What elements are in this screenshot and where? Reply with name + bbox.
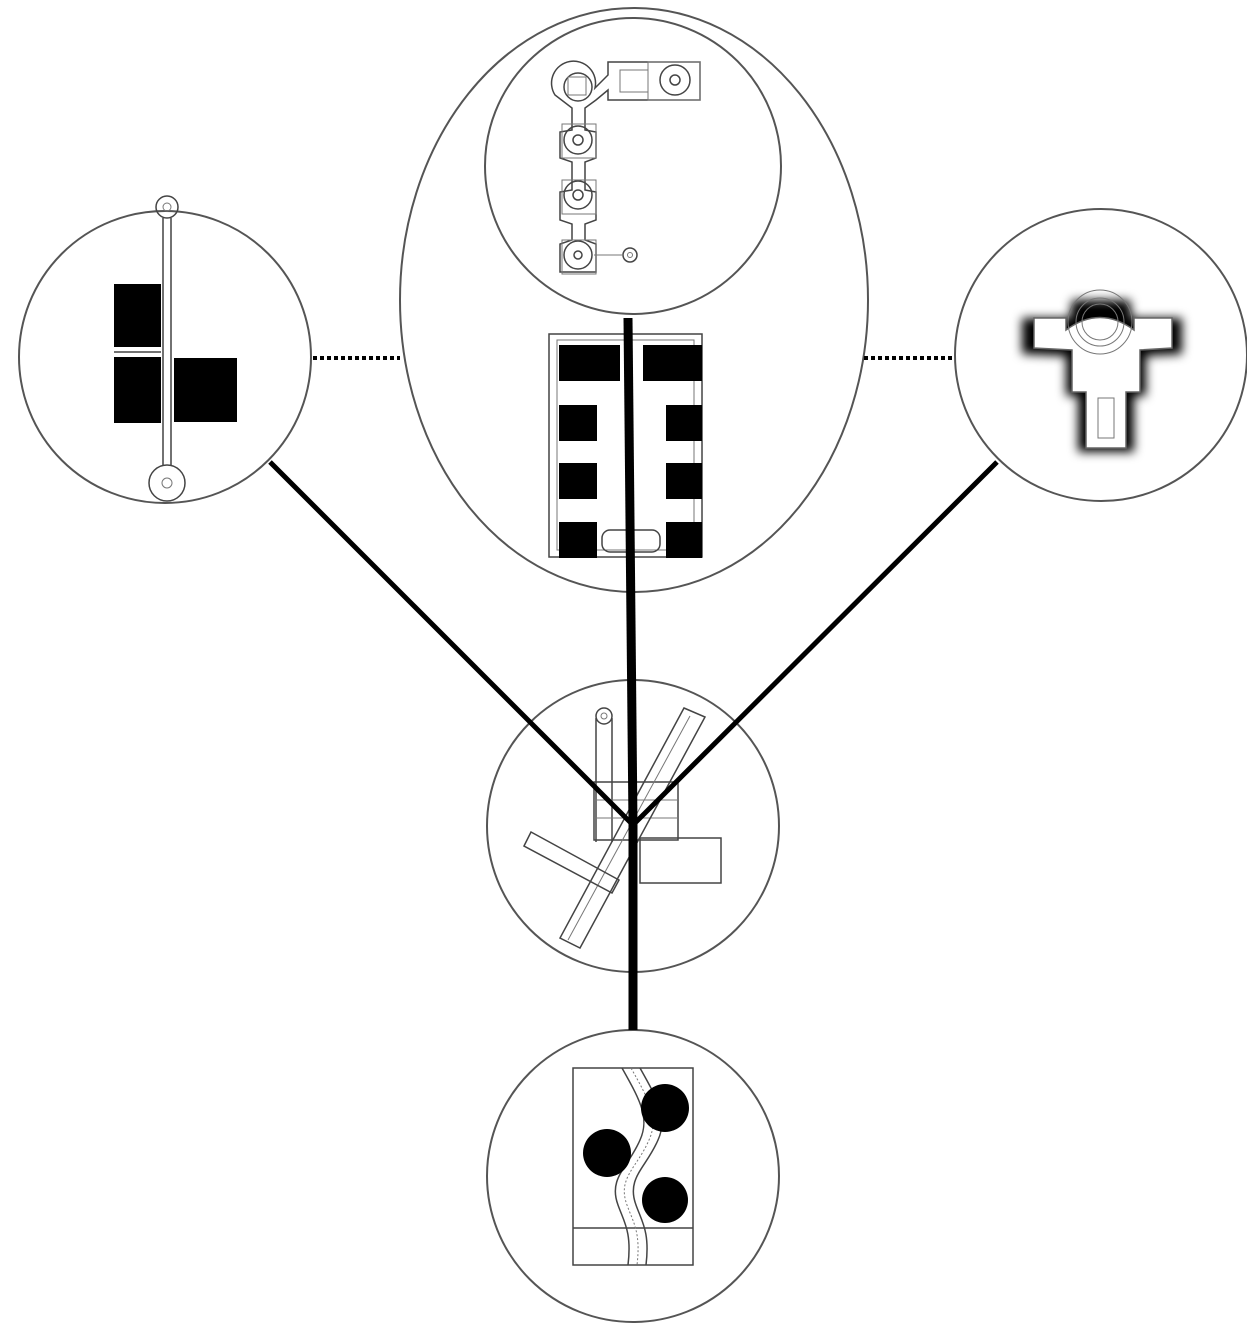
link-center-right <box>631 460 999 827</box>
left-circle-node <box>18 210 312 504</box>
connection-lines <box>268 317 999 1030</box>
top-chain-plan <box>550 60 701 275</box>
link-center-left <box>268 460 635 827</box>
top-blocks-plan <box>548 333 703 558</box>
left-axis-plan <box>114 195 237 502</box>
right-building-plan <box>1022 289 1182 452</box>
link-center-top <box>623 317 638 826</box>
top-inner-circle <box>484 17 782 315</box>
bottom-circle-node <box>486 1029 780 1323</box>
bottom-wavy-plan <box>572 1067 694 1266</box>
